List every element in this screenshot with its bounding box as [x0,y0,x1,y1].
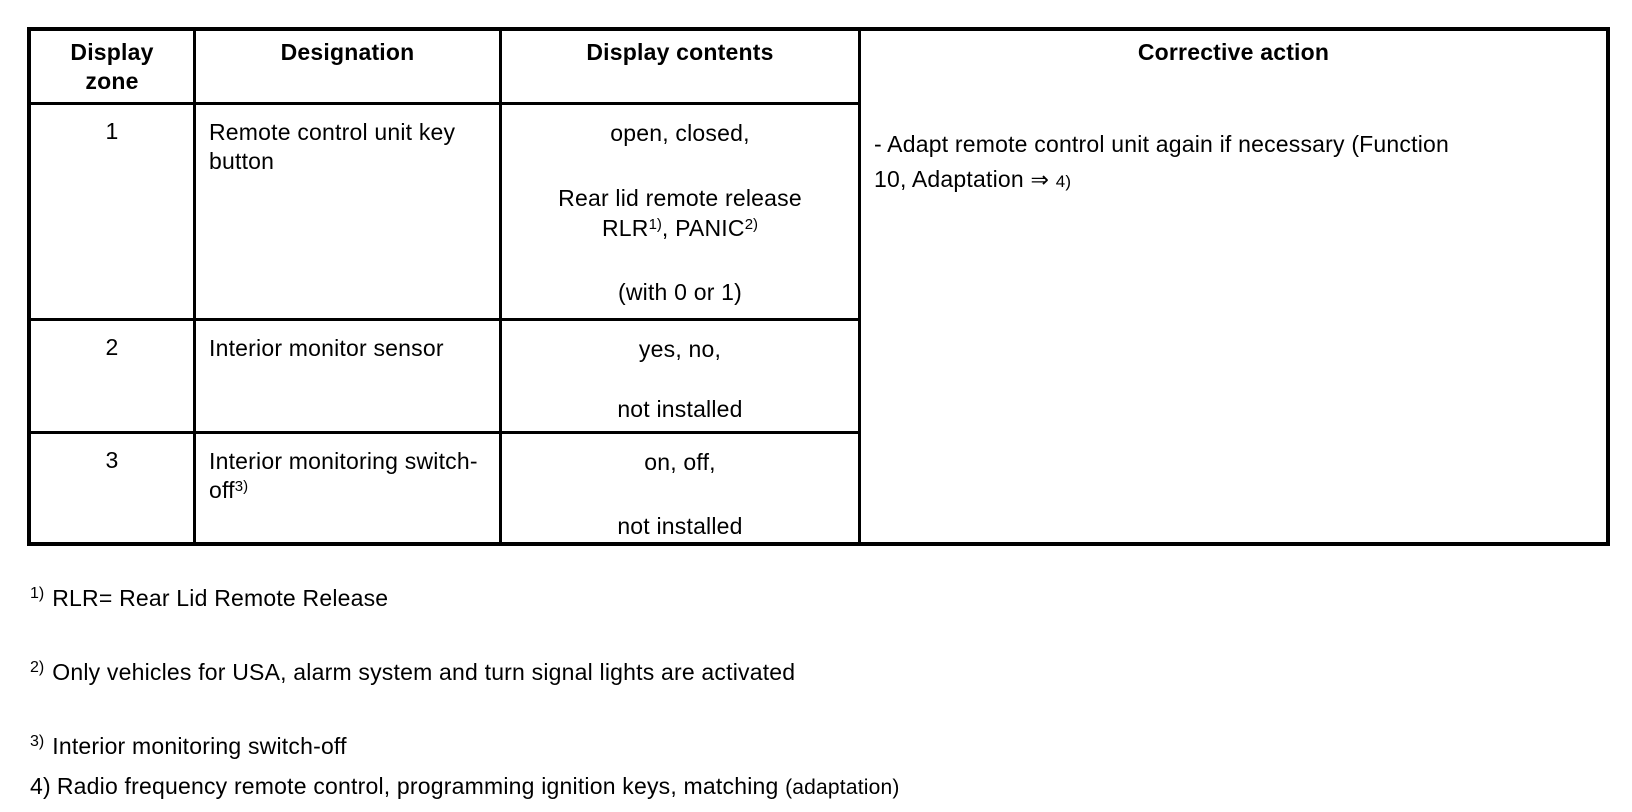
footnote-ref-3: 3) [234,478,249,495]
footnote-2-marker: 2) [30,659,45,676]
corrective-action-line2: 10, Adaptation [874,166,1024,192]
footnote-1-marker: 1) [30,585,45,602]
contents-line: open, closed, [610,120,750,146]
corrective-action-text: - Adapt remote control unit again if nec… [861,127,1606,199]
contents-line: not installed [617,396,743,422]
contents-line: RLR1), PANIC2) [502,213,858,243]
designation-cell-3: Interior monitoring switch-off3) [196,434,502,542]
footnote-ref-1: 1) [648,216,662,233]
footnote-3: 3) Interior monitoring switch-off [30,728,1600,760]
zone-cell-2: 2 [31,321,196,434]
contents-line: not installed [617,513,743,539]
footnote-4-text: Radio frequency remote control, programm… [56,773,779,799]
header-designation-label: Designation [280,39,415,65]
footnotes: 1) RLR= Rear Lid Remote Release 2) Only ve… [30,546,1600,802]
footnote-ref-2: 2) [744,216,759,233]
contents-line-text: RLR [601,215,649,241]
footnote-2: 2) Only vehicles for USA, alarm system an… [30,654,1600,686]
display-zone-table: Display zone Designation Display content… [27,27,1610,546]
contents-cell-2: yes, no, not installed [502,321,861,434]
designation-cell-1: Remote control unit key button [196,105,502,321]
header-designation: Designation [196,31,502,105]
footnote-3-marker: 3) [30,733,45,750]
footnote-1: 1) RLR= Rear Lid Remote Release [30,580,1600,612]
designation-cell-2: Interior monitor sensor [196,321,502,434]
contents-cell-1: open, closed, Rear lid remote release RL… [502,105,861,321]
contents-line-text: , PANIC [661,215,745,241]
contents-line: yes, no, [638,336,722,362]
contents-line: (with 0 or 1) [617,279,743,305]
header-display-zone: Display zone [31,31,196,105]
zone-cell-1: 1 [31,105,196,321]
contents-cell-3: on, off, not installed [502,434,861,542]
double-arrow-icon: ⇒ [1030,167,1050,192]
corrective-action-footnote-ref: 4) [1055,172,1072,191]
header-display-contents: Display contents [502,31,861,105]
contents-line: on, off, [644,449,716,475]
corrective-action-cell: Corrective action - Adapt remote control… [861,31,1606,542]
header-display-contents-label: Display contents [586,39,774,65]
header-corrective-action: Corrective action [1137,39,1330,65]
designation-text: Interior monitoring switch-off [209,448,478,503]
corrective-action-line1: - Adapt remote control unit again if nec… [874,131,1449,157]
zone-cell-3: 3 [31,434,196,542]
footnote-2-text: Only vehicles for USA, alarm system and … [52,659,796,685]
footnote-4-suffix: (adaptation) [785,776,900,799]
footnote-3-text: Interior monitoring switch-off [52,733,347,759]
footnote-4-marker: 4) [30,773,51,799]
footnote-4: 4)Radio frequency remote control, progra… [30,772,1600,802]
footnote-1-text: RLR= Rear Lid Remote Release [52,585,389,611]
header-display-zone-label: Display zone [70,39,154,94]
contents-line: Rear lid remote release [558,185,802,211]
